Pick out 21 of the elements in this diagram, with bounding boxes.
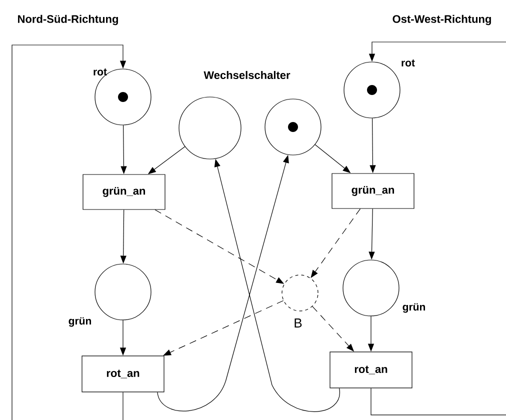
place-circle <box>94 68 152 126</box>
place-label: grün <box>68 317 92 327</box>
transition-box: rot_an <box>330 352 412 388</box>
place-circle <box>264 98 322 156</box>
dashed-arrow <box>163 300 284 356</box>
arc-arrow <box>12 44 126 420</box>
place-circle <box>178 96 242 160</box>
place-label: grün <box>402 303 425 313</box>
place-circle <box>344 62 400 118</box>
transition-box: grün_an <box>82 174 166 210</box>
heading: Nord-Süd-Richtung <box>18 14 118 26</box>
place-circle <box>94 264 152 320</box>
group-label: Wechselschalter <box>204 70 290 80</box>
place-circle <box>342 260 400 316</box>
transition-box: grün_an <box>332 173 414 209</box>
place-label: B <box>294 318 302 328</box>
transition-box: rot_an <box>82 356 164 392</box>
heading: Ost-West-Richtung <box>392 14 491 26</box>
place-label: rot <box>94 68 107 76</box>
place-label: rot <box>402 60 415 66</box>
place-circle <box>282 274 318 312</box>
